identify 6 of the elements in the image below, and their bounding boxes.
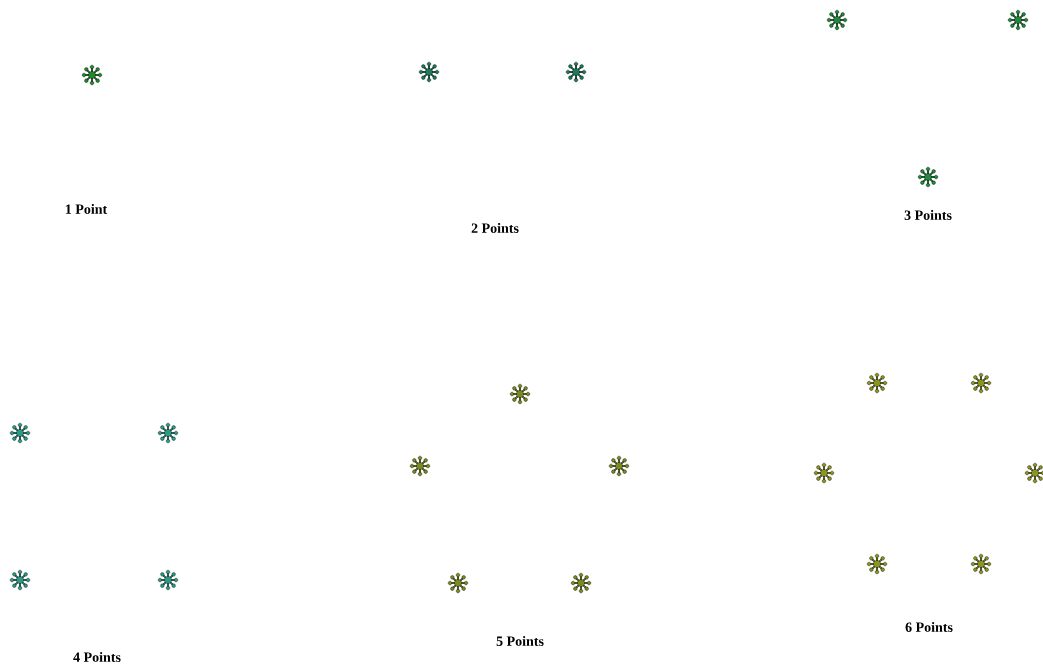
point-count-label: 4 Points — [73, 652, 121, 662]
point-count-label: 2 Points — [471, 223, 519, 233]
point-count-label: 1 Point — [65, 204, 108, 214]
point-count-label: 5 Points — [496, 636, 544, 646]
point-count-label: 6 Points — [905, 622, 953, 632]
point-count-label: 3 Points — [904, 210, 952, 220]
